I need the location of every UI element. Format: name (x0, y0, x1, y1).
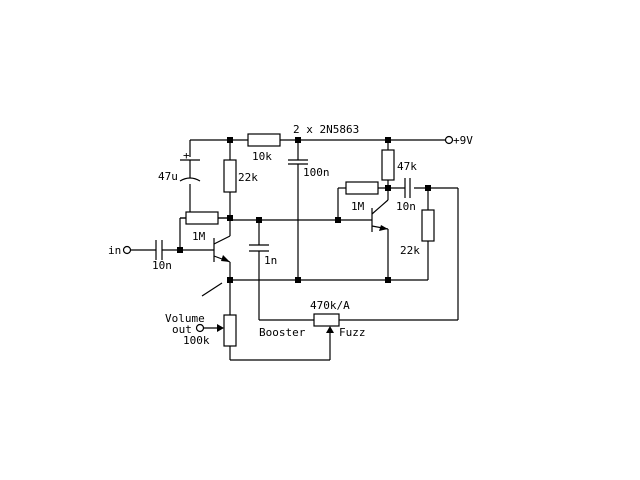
label-fuzz: Fuzz (339, 326, 366, 339)
label-22k-right: 22k (400, 244, 420, 257)
capacitor-1n: 1n (249, 244, 277, 267)
capacitor-100n: 100n (288, 140, 330, 280)
resistor-47k: 47k (381, 140, 417, 188)
resistor-22k-right: 22k (400, 209, 435, 257)
cap-plus-label: + (183, 149, 190, 162)
resistor-1m-right: 1M (345, 181, 379, 213)
label-1m-left: 1M (192, 230, 206, 243)
label-100n: 100n (303, 166, 330, 179)
label-470k: 470k/A (310, 299, 350, 312)
resistor-1m-left: 1M (185, 211, 219, 243)
capacitor-10n-right: 10n (396, 178, 416, 213)
label-volume: Volume (165, 312, 205, 325)
label-10n-right: 10n (396, 200, 416, 213)
label-47k: 47k (397, 160, 417, 173)
label-booster: Booster (259, 326, 306, 339)
label-9v: +9V (453, 134, 473, 147)
capacitor-10n-input: 10n (152, 240, 172, 272)
potentiometer-100k: Volume out 100k (165, 312, 237, 347)
label-out: out (172, 323, 192, 336)
capacitor-47u: + 47u (158, 149, 201, 183)
right-stage-wiring (230, 187, 459, 321)
resistor-22k-left: 22k (223, 159, 258, 193)
label-1n: 1n (264, 254, 277, 267)
label-in: in (108, 244, 121, 257)
transistor-left (213, 235, 231, 263)
resistor-10k: 10k (247, 133, 281, 163)
label-transistors: 2 x 2N5863 (293, 123, 359, 136)
transistor-right (371, 188, 389, 232)
switch (201, 282, 223, 297)
supply-terminal: +9V (444, 134, 473, 147)
label-100k: 100k (183, 334, 210, 347)
label-10k: 10k (252, 150, 272, 163)
label-10n-input: 10n (152, 259, 172, 272)
input-terminal: in (108, 244, 132, 257)
label-1m-right: 1M (351, 200, 365, 213)
label-22k-left: 22k (238, 171, 258, 184)
label-47u: 47u (158, 170, 178, 183)
potentiometer-470k: 470k/A Booster Fuzz (259, 299, 366, 339)
junction-dots (177, 137, 431, 283)
